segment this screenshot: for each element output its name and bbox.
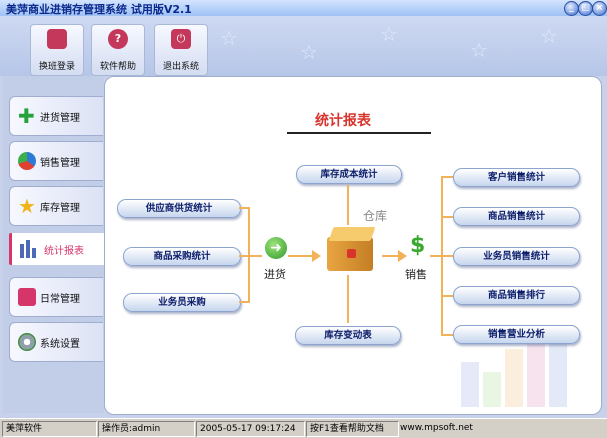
sidebar-item-reports[interactable]: 统计报表 (9, 233, 107, 265)
switch-login-label: 换班登录 (38, 62, 75, 72)
globe-icon (18, 152, 36, 170)
connector-line (441, 176, 453, 178)
product-sales-ranking-button[interactable]: 商品销售排行 (453, 286, 580, 305)
star-decoration-icon: ☆ (220, 26, 238, 50)
supplier-supply-stats-button[interactable]: 供应商供货统计 (117, 199, 241, 218)
customer-sales-stats-button[interactable]: 客户销售统计 (453, 168, 580, 187)
status-operator: 操作员:admin (98, 421, 195, 437)
connector-line (441, 334, 453, 336)
sidebar-item-label: 统计报表 (44, 246, 84, 257)
minimize-icon[interactable]: _ (564, 1, 579, 16)
main-panel: 统计报表 库存成本统计 仓库 库存变动表 供应商供货统计 商品采购统计 业务员采… (104, 76, 602, 415)
bar-chart-icon (20, 240, 38, 258)
sidebar-item-label: 系统设置 (40, 339, 80, 350)
connector-line (239, 255, 249, 257)
star-decoration-icon: ☆ (380, 22, 398, 46)
connector-line (347, 185, 349, 225)
star-decoration-icon: ☆ (470, 38, 488, 62)
bg-decoration (461, 362, 479, 407)
purchase-arrow-icon: ➜ (265, 237, 287, 259)
sidebar-item-label: 库存管理 (40, 203, 80, 214)
toolbar: ☆ ☆ ☆ ☆ ☆ 换班登录 ? 软件帮助 ⏻ 退出系统 (0, 16, 607, 76)
user-switch-icon (47, 29, 67, 49)
warehouse-box-icon (325, 227, 377, 271)
window-title: 美萍商业进销存管理系统 试用版V2.1 (6, 3, 192, 16)
status-datetime: 2005-05-17 09:17:24 (196, 421, 305, 437)
connector-line (248, 255, 262, 257)
title-underline (287, 132, 431, 134)
page-title: 统计报表 (315, 113, 371, 129)
inventory-change-button[interactable]: 库存变动表 (295, 326, 401, 345)
bg-decoration (527, 339, 545, 407)
help-button[interactable]: ? 软件帮助 (91, 24, 145, 76)
star-icon: ★ (18, 194, 36, 218)
connector-line (347, 275, 349, 323)
connector-line (430, 255, 442, 257)
title-bar: 美萍商业进销存管理系统 试用版V2.1 _ □ × (0, 0, 607, 16)
star-decoration-icon: ☆ (300, 40, 318, 64)
status-company: 美萍软件 (2, 421, 97, 437)
exit-label: 退出系统 (162, 62, 199, 72)
calendar-icon (18, 288, 36, 306)
power-icon: ⏻ (171, 29, 191, 49)
arrow-head-icon (398, 250, 407, 262)
bg-decoration (505, 349, 523, 407)
sidebar-item-daily[interactable]: 日常管理 (9, 277, 103, 317)
sidebar-item-inventory[interactable]: ★ 库存管理 (9, 186, 103, 226)
help-icon: ? (108, 29, 128, 49)
connector-line (239, 207, 249, 209)
connector-line (382, 255, 400, 257)
gear-icon (18, 333, 36, 351)
sales-label: 销售 (405, 268, 427, 281)
sidebar-item-settings[interactable]: 系统设置 (9, 322, 103, 362)
connector-line (441, 216, 453, 218)
help-label: 软件帮助 (99, 62, 136, 72)
exit-button[interactable]: ⏻ 退出系统 (154, 24, 208, 76)
sidebar-item-purchase[interactable]: ✚ 进货管理 (9, 96, 103, 136)
salesperson-sales-stats-button[interactable]: 业务员销售统计 (453, 247, 580, 266)
inventory-cost-stats-button[interactable]: 库存成本统计 (296, 165, 402, 184)
switch-login-button[interactable]: 换班登录 (30, 24, 84, 76)
salesperson-purchase-button[interactable]: 业务员采购 (123, 293, 241, 312)
sidebar-item-label: 日常管理 (40, 294, 80, 305)
sidebar-item-sales[interactable]: 销售管理 (9, 141, 103, 181)
connector-line (441, 295, 453, 297)
connector-line (288, 255, 316, 257)
sidebar-item-label: 进货管理 (40, 113, 80, 124)
plus-icon: ✚ (18, 104, 35, 128)
arrow-head-icon (312, 250, 321, 262)
status-bar: 美萍软件 操作员:admin 2005-05-17 09:17:24 按F1查看… (0, 418, 607, 438)
maximize-icon[interactable]: □ (578, 1, 593, 16)
close-icon[interactable]: × (592, 1, 607, 16)
status-website[interactable]: www.mpsoft.net (400, 423, 473, 433)
purchase-label: 进货 (264, 268, 286, 281)
warehouse-label: 仓库 (363, 209, 388, 223)
star-decoration-icon: ☆ (540, 24, 558, 48)
bg-decoration (549, 329, 567, 407)
product-sales-stats-button[interactable]: 商品销售统计 (453, 207, 580, 226)
sales-business-analysis-button[interactable]: 销售营业分析 (453, 325, 580, 344)
sidebar-item-label: 销售管理 (40, 158, 80, 169)
product-purchase-stats-button[interactable]: 商品采购统计 (123, 247, 241, 266)
bg-decoration (483, 372, 501, 407)
status-help: 按F1查看帮助文档 (306, 421, 399, 437)
dollar-icon: $ (410, 233, 426, 258)
connector-line (239, 301, 249, 303)
connector-line (441, 255, 453, 257)
